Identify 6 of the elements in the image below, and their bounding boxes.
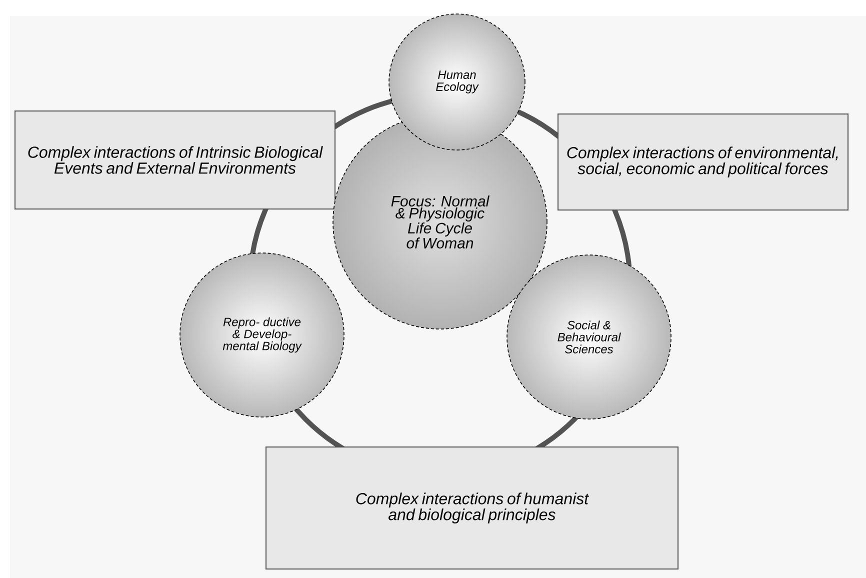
text-box: Complex interactions of Intrinsic Biological Events and External Environments bbox=[14, 110, 336, 210]
circle-node: Human Ecology bbox=[388, 14, 526, 150]
text-box: Complex interactions of environmental, social, economic and political forces bbox=[558, 114, 849, 210]
circle-node: Repro- ductive & Develop- mental Biology bbox=[180, 252, 344, 418]
circle-node: Social & Behavioural Sciences bbox=[506, 254, 672, 420]
text-box: Complex interactions of humanist and biological principles bbox=[266, 446, 678, 570]
